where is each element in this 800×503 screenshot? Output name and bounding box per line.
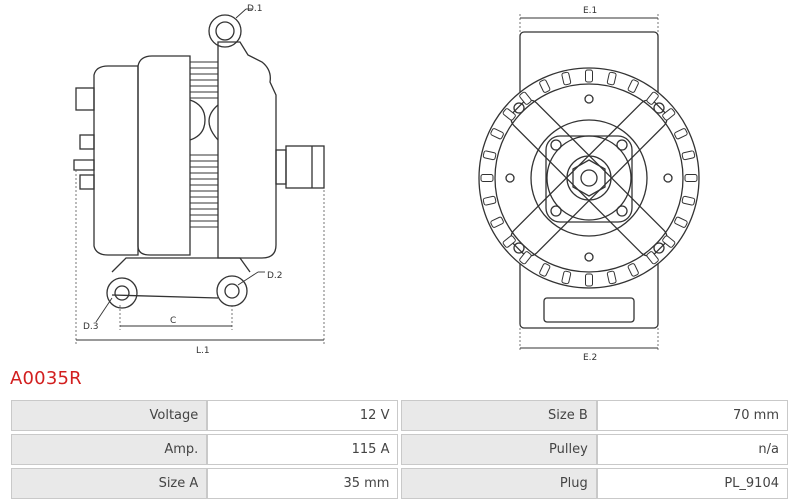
vent-slot (539, 79, 551, 93)
side-dimension-arrows (76, 8, 324, 341)
vent-slot (561, 270, 572, 285)
spec-value: n/a (596, 434, 788, 465)
vent-slot (684, 174, 698, 182)
front-dimension-arrows (520, 17, 658, 349)
vent-slots (480, 69, 698, 287)
vent-slot (627, 263, 639, 277)
front-view (478, 31, 700, 329)
vent-slot (662, 235, 676, 248)
spec-label: Voltage (11, 400, 208, 431)
vent-slot (646, 251, 659, 265)
spec-value: 115 A (207, 434, 399, 465)
vent-slot (480, 174, 494, 182)
vent-slot (490, 216, 504, 228)
vent-slot (627, 79, 639, 93)
table-row: Size A 35 mm Plug PL_9104 (11, 468, 788, 499)
spec-value: 70 mm (596, 400, 788, 431)
technical-drawing: D.1 D.2 D.3 C L.1 (73, 4, 700, 363)
vent-slot (606, 270, 617, 285)
table-row: Amp. 115 A Pulley n/a (11, 434, 788, 465)
specs-table: Voltage 12 V Size B 70 mm Amp. 115 A Pul… (11, 397, 788, 502)
vent-slot (490, 128, 504, 140)
label-d2: D.2 (267, 271, 283, 281)
vent-slot (681, 195, 696, 206)
spec-label: Size A (11, 468, 208, 499)
label-c: C (170, 316, 176, 326)
side-view (73, 14, 325, 309)
vent-slot (662, 108, 676, 121)
spec-value: 12 V (207, 400, 399, 431)
spec-label: Size B (400, 400, 597, 431)
label-e2: E.2 (583, 353, 597, 363)
spec-label: Pulley (400, 434, 597, 465)
label-d3: D.3 (83, 322, 99, 332)
vent-slot (482, 150, 497, 161)
label-e1: E.1 (583, 6, 597, 16)
vent-slot (674, 128, 688, 140)
vent-slot (646, 91, 659, 105)
vent-slot (519, 251, 532, 265)
table-row: Voltage 12 V Size B 70 mm (11, 400, 788, 431)
vent-slot (502, 108, 516, 121)
spec-label: Amp. (11, 434, 208, 465)
vent-slot (539, 263, 551, 277)
spec-value: PL_9104 (596, 468, 788, 499)
vent-slot (585, 69, 593, 83)
vent-slot (674, 216, 688, 228)
vent-slot (502, 235, 516, 248)
vent-slot (606, 71, 617, 86)
label-d1: D.1 (247, 4, 263, 14)
part-code: A0035R (10, 368, 82, 389)
spec-value: 35 mm (207, 468, 399, 499)
label-l1: L.1 (196, 346, 210, 356)
vent-slot (561, 71, 572, 86)
vent-slot (519, 91, 532, 105)
vent-slot (482, 195, 497, 206)
vent-slot (681, 150, 696, 161)
vent-slot (585, 273, 593, 287)
spec-label: Plug (400, 468, 597, 499)
